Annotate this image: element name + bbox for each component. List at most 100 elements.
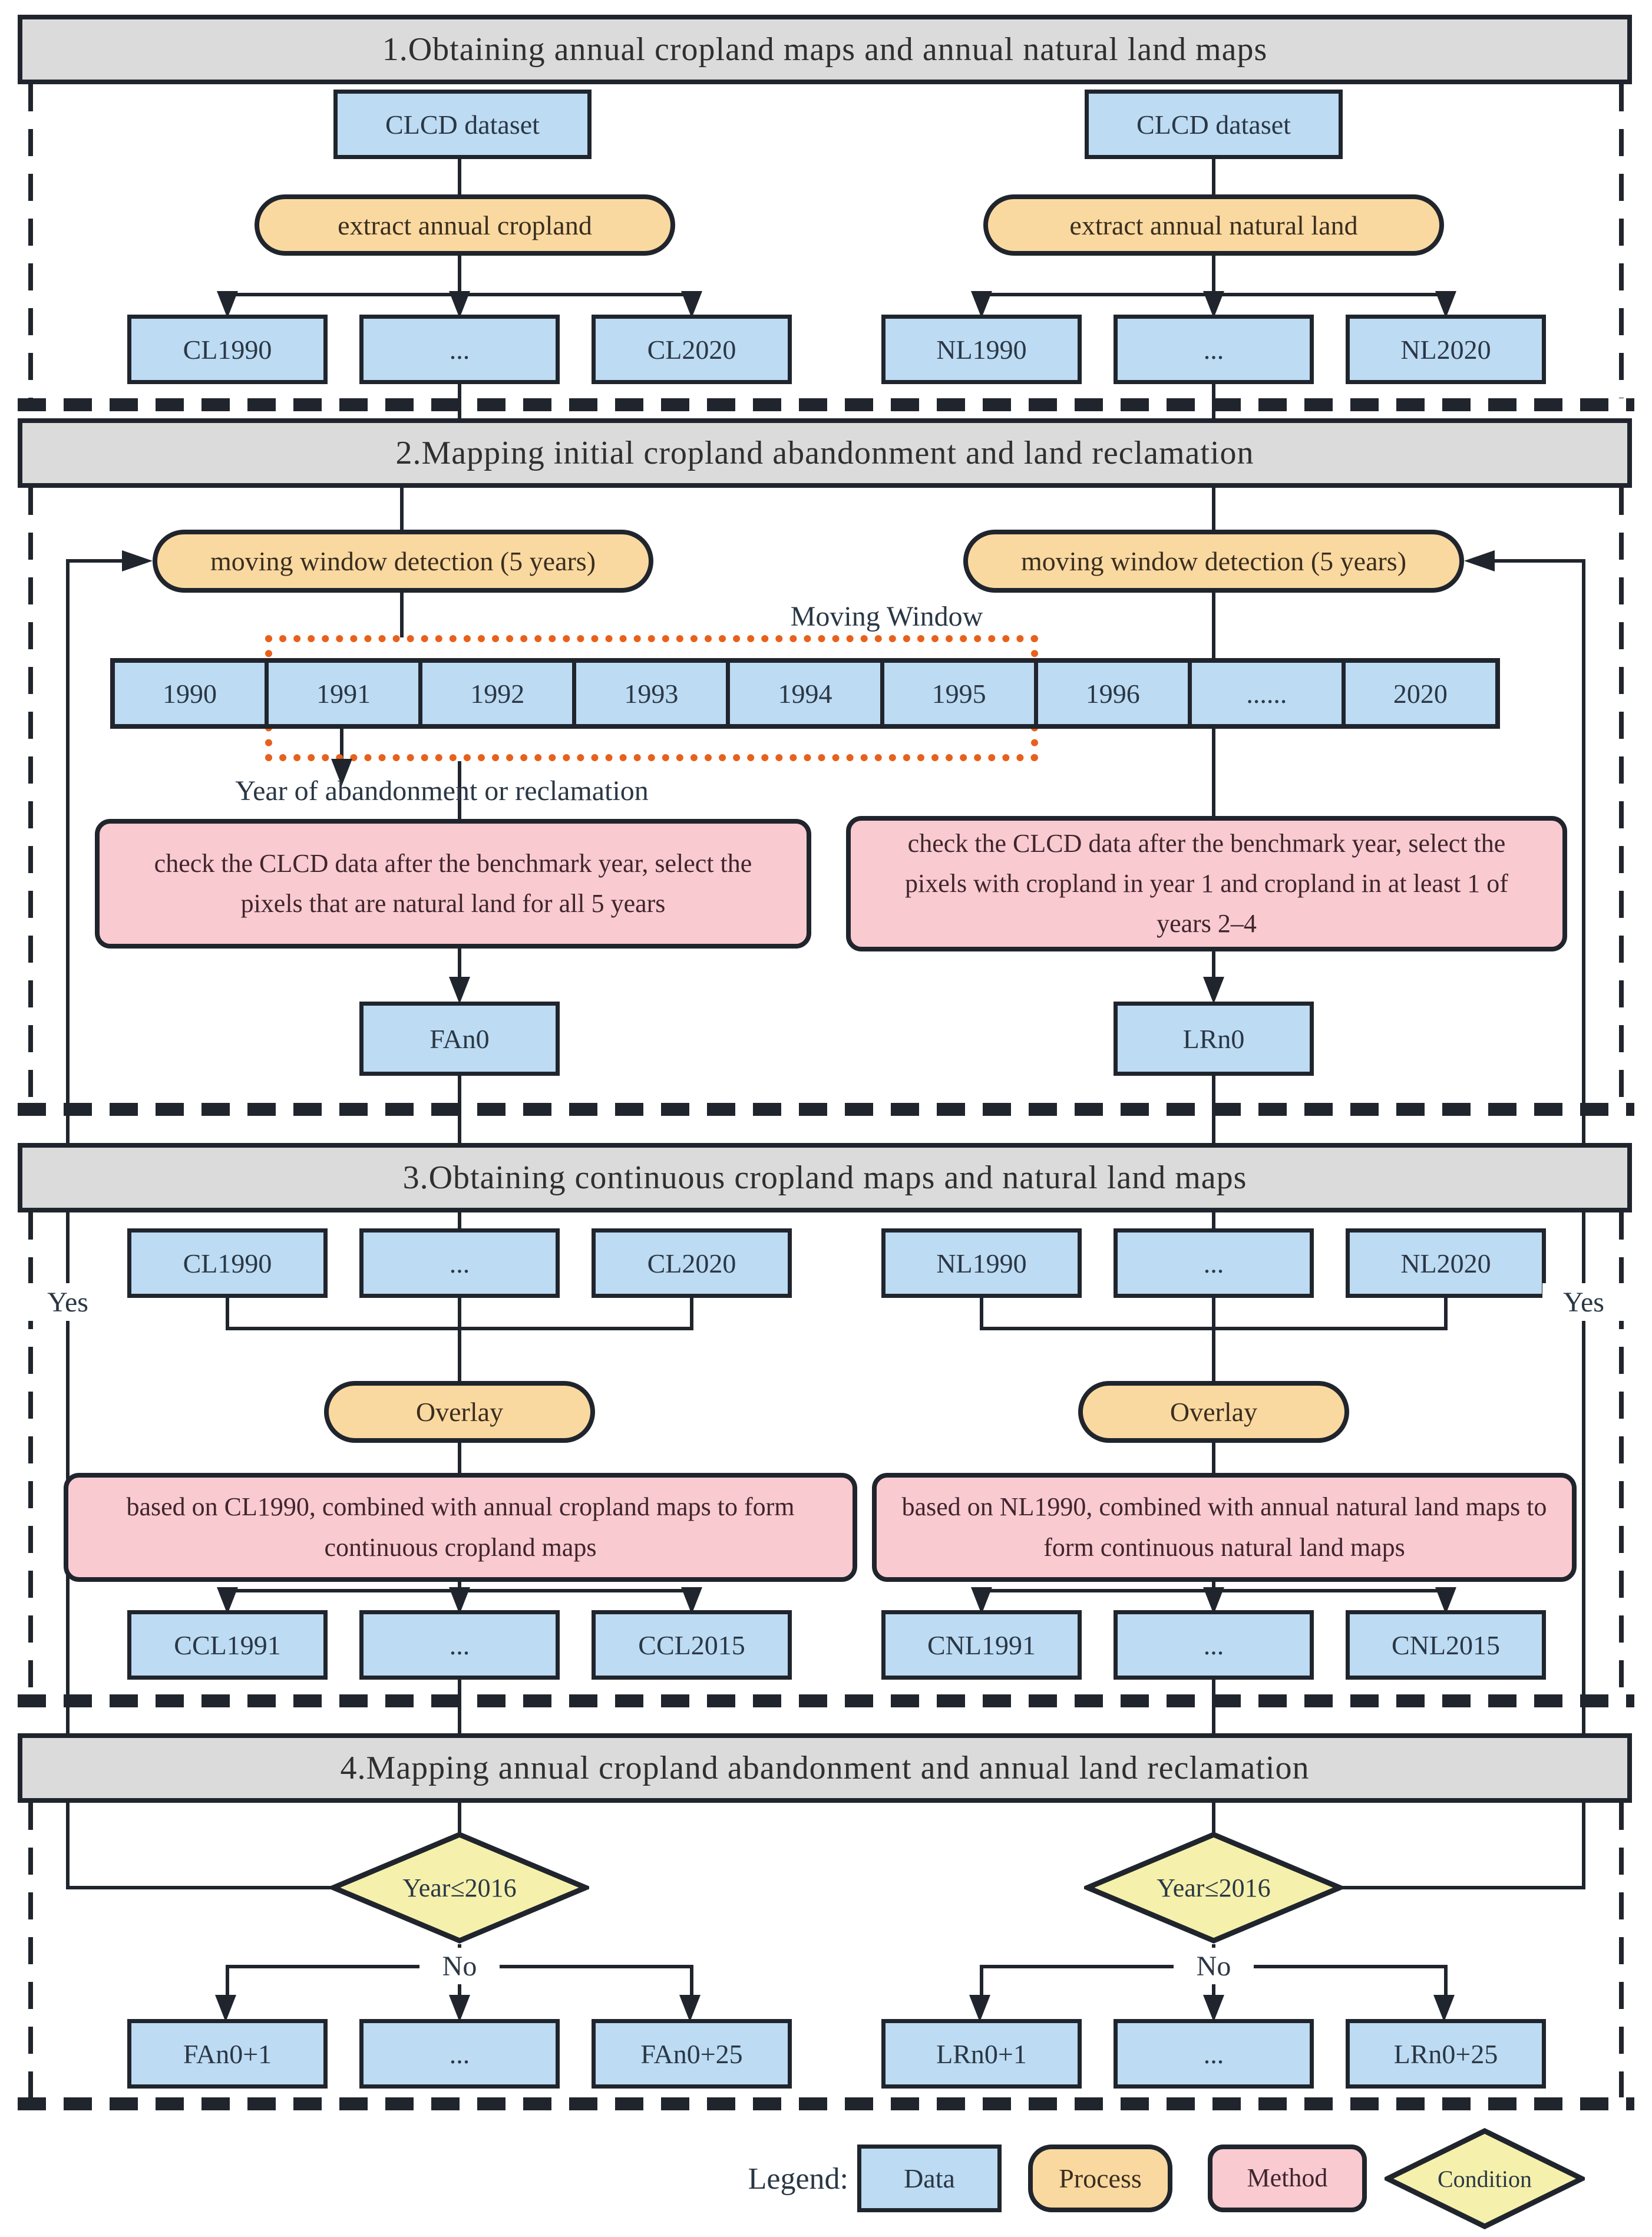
merge-line <box>980 1298 983 1330</box>
arrowhead <box>969 1995 990 2022</box>
condition-right-text: Year≤2016 <box>1157 1873 1271 1902</box>
section1-title: 1.Obtaining annual cropland maps and ann… <box>382 31 1268 68</box>
map-label: CL1990 <box>183 1248 272 1278</box>
map-label: ... <box>1203 334 1224 365</box>
map-box-cnl2015: CNL2015 <box>1346 1610 1546 1680</box>
condition-right-label: Year≤2016 <box>1084 1831 1343 1944</box>
moving-window-caption-text: Moving Window <box>790 600 983 632</box>
no-label-right: No <box>1174 1948 1254 1984</box>
connector <box>1212 384 1215 419</box>
yes-right-text: Yes <box>1563 1286 1604 1318</box>
connector <box>458 384 461 419</box>
map-box-ccl-ellipsis: ... <box>359 1610 560 1680</box>
map-label: ... <box>449 2038 470 2069</box>
arrowhead <box>331 759 352 786</box>
section3-separator <box>18 1694 1634 1707</box>
connector <box>1444 1965 1448 1997</box>
arrowhead <box>971 291 992 318</box>
map-label: NL2020 <box>1400 1248 1491 1278</box>
map-label: CNL2015 <box>1392 1630 1500 1660</box>
map-box-nl-ellipsis-s3: ... <box>1114 1228 1314 1298</box>
map-label: CCL2015 <box>638 1630 745 1660</box>
connector <box>1212 951 1215 979</box>
arrowhead <box>449 291 470 318</box>
connector <box>458 949 461 979</box>
map-label: ... <box>1203 1630 1224 1660</box>
year-of-abandonment-caption: Year of abandonment or reclamation <box>118 774 766 807</box>
arrowhead <box>1435 291 1456 318</box>
arrowhead <box>679 1995 701 2022</box>
connector <box>458 1212 461 1230</box>
yes-feed-line-left <box>66 559 125 563</box>
output-box-lrn0: LRn0 <box>1114 1002 1314 1076</box>
method-continuous-natural-text: based on NL1990, combined with annual na… <box>901 1492 1547 1562</box>
condition-left-text: Year≤2016 <box>402 1873 517 1902</box>
moving-window-right-label: moving window detection (5 years) <box>1020 546 1407 576</box>
map-box-cnl-ellipsis: ... <box>1114 1610 1314 1680</box>
map-label: NL1990 <box>936 334 1027 365</box>
connector <box>1212 1803 1215 1833</box>
yes-loop-line-right <box>1582 559 1585 1889</box>
connector <box>980 1965 983 1997</box>
year-cell-1993: 1993 <box>576 663 731 724</box>
moving-window-left-label: moving window detection (5 years) <box>210 546 596 576</box>
method-reclamation-text: check the CLCD data after the benchmark … <box>905 828 1508 939</box>
year-cell-1991: 1991 <box>269 663 423 724</box>
map-label: CCL1991 <box>174 1630 281 1660</box>
section2-title: 2.Mapping initial cropland abandonment a… <box>395 435 1254 471</box>
no-left-text: No <box>442 1950 477 1982</box>
no-label-left: No <box>419 1948 500 1984</box>
section3-frame-left <box>28 1212 33 1694</box>
section3-frame-right <box>1619 1212 1624 1694</box>
connector <box>1212 1212 1215 1230</box>
arrowhead <box>217 291 238 318</box>
arrowhead <box>1203 291 1224 318</box>
map-box-cl1990-s3: CL1990 <box>127 1228 328 1298</box>
year-cell-1996: 1996 <box>1038 663 1192 724</box>
section2-frame-left <box>28 488 33 1103</box>
legend-condition-diamond <box>1385 2128 1585 2229</box>
overlay-left-label: Overlay <box>415 1397 504 1427</box>
map-box-fan0p1: FAn0+1 <box>127 2019 328 2089</box>
arrowhead <box>1203 1995 1224 2022</box>
map-box-ccl1991: CCL1991 <box>127 1610 328 1680</box>
connector <box>458 159 461 194</box>
yes-branch-line-left <box>66 1886 334 1889</box>
overlay-process-right: Overlay <box>1078 1381 1349 1443</box>
connector <box>458 1680 461 1733</box>
year-cell-1990: 1990 <box>115 663 269 724</box>
connector <box>1212 1076 1215 1143</box>
year-cell-1995: 1995 <box>884 663 1038 724</box>
method-box-continuous-natural: based on NL1990, combined with annual na… <box>872 1473 1577 1582</box>
section2-header: 2.Mapping initial cropland abandonment a… <box>18 418 1632 488</box>
connector <box>458 1076 461 1143</box>
legend-caption: Legend: <box>660 2160 848 2198</box>
connector <box>1212 593 1215 658</box>
map-label: CL2020 <box>647 1248 736 1278</box>
section4-title: 4.Mapping annual cropland abandonment an… <box>340 1750 1310 1786</box>
connector <box>1212 1680 1215 1733</box>
connector <box>1212 1298 1215 1381</box>
section2-frame-right <box>1619 488 1624 1103</box>
section1-frame-left <box>28 84 33 398</box>
map-box-fan0p25: FAn0+25 <box>592 2019 792 2089</box>
connector <box>1212 1984 1215 1997</box>
map-label: ... <box>449 1630 470 1660</box>
section1-separator <box>18 398 1634 411</box>
overlay-process-left: Overlay <box>324 1381 595 1443</box>
connector <box>458 1443 461 1473</box>
arrowhead <box>681 1587 702 1614</box>
section4-frame-left <box>28 1803 33 2097</box>
legend-data-box: Data <box>857 2145 1002 2212</box>
map-box-cnl1991: CNL1991 <box>881 1610 1082 1680</box>
extract-natural-label: extract annual natural land <box>1069 210 1358 240</box>
map-label: ... <box>449 334 470 365</box>
section4-header: 4.Mapping annual cropland abandonment an… <box>18 1733 1632 1803</box>
connector <box>458 1803 461 1833</box>
map-box-cl1990: CL1990 <box>127 315 328 384</box>
map-box-cl2020: CL2020 <box>592 315 792 384</box>
method-box-continuous-cropland: based on CL1990, combined with annual cr… <box>64 1473 857 1582</box>
legend-process-box: Process <box>1028 2145 1172 2212</box>
merge-line <box>1444 1298 1448 1330</box>
